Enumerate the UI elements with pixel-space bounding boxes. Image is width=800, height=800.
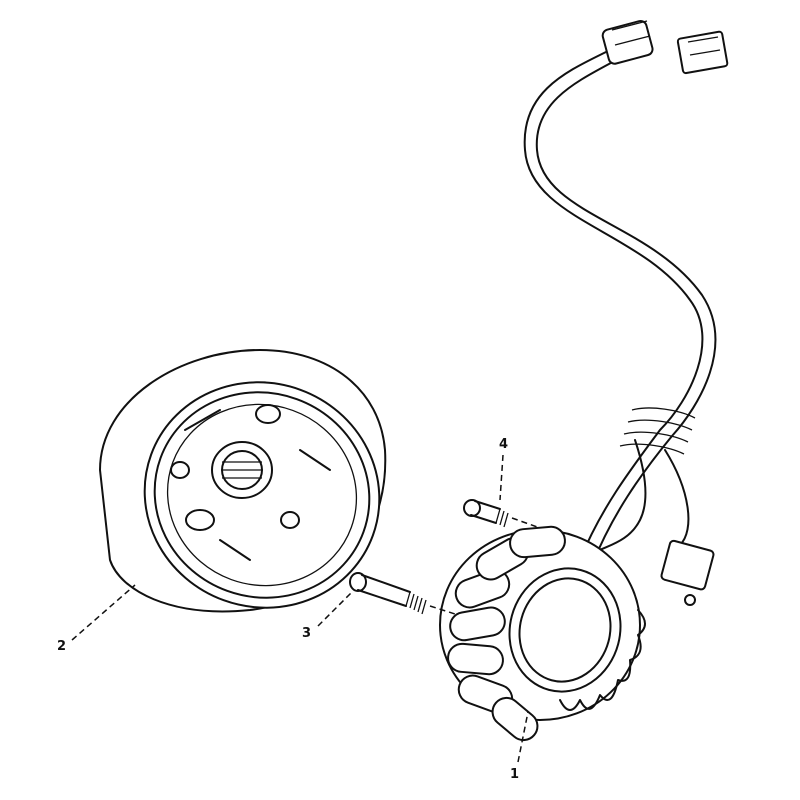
bolt-long [349, 572, 456, 615]
callout-1: 1 [510, 767, 519, 782]
wire-wrap [619, 407, 696, 455]
leader-line-3 [317, 591, 353, 627]
flywheel-rotor [98, 348, 387, 613]
wire-harness [523, 19, 729, 606]
leader-line-2 [71, 584, 136, 641]
connector-block [676, 30, 729, 75]
callout-4: 4 [499, 437, 508, 452]
leader-line-4 [499, 454, 504, 501]
callout-3: 3 [302, 626, 311, 641]
bolt-short [463, 499, 541, 529]
pickup-coil [660, 539, 715, 606]
callout-2: 2 [57, 639, 66, 654]
stator [439, 525, 646, 742]
leader-line-1 [517, 711, 529, 763]
connector-round [601, 19, 654, 65]
